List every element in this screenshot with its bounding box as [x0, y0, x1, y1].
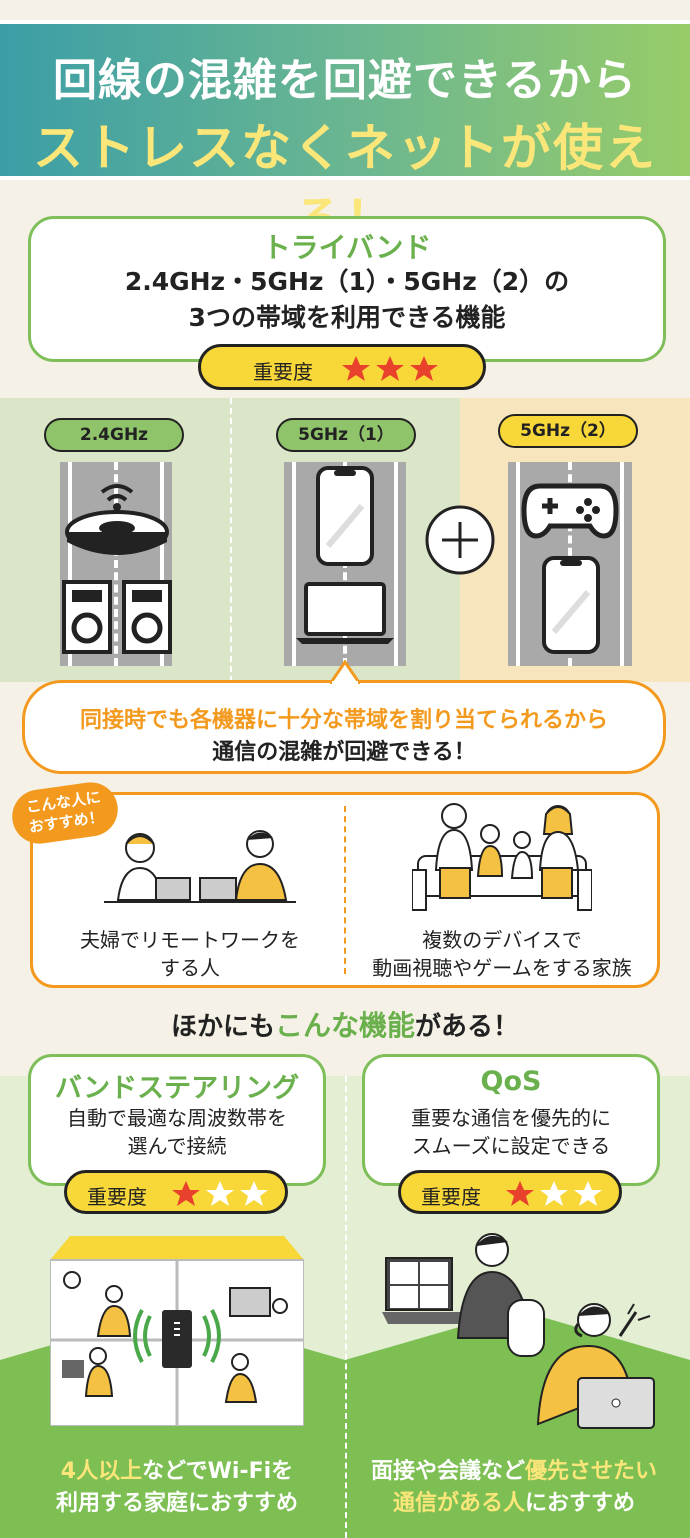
feature2-desc-line1: 重要な通信を優先的に	[411, 1106, 611, 1130]
recommend-left-caption: 夫婦でリモートワークを する人	[40, 926, 340, 982]
header-divider-top	[0, 20, 690, 24]
left-caption-line1: 夫婦でリモートワークを	[80, 928, 300, 952]
importance-label: 重要度	[421, 1185, 481, 1209]
star-icons	[342, 356, 438, 381]
importance-label: 重要度	[253, 360, 313, 384]
triband-desc-line2: 3つの帯域を利用できる機能	[188, 303, 506, 332]
other-highlight: こんな機能	[274, 1009, 415, 1042]
feature-qos-desc: 重要な通信を優先的に スムーズに設定できる	[362, 1104, 660, 1160]
column-divider	[230, 398, 232, 682]
house-with-mesh-router-illustration	[50, 1236, 304, 1426]
right-caption-line2: 動画視聴やゲームをする家族	[372, 956, 632, 980]
triband-box	[28, 216, 666, 362]
feature1-caption-text2: 利用する家庭におすすめ	[55, 1491, 298, 1516]
triband-description: 2.4GHz・5GHz（1）・5GHz（2）の 3つの帯域を利用できる機能	[28, 264, 666, 336]
game-controller-and-smartphone-icon	[521, 483, 619, 654]
robot-vacuum-and-speakers-icon	[62, 484, 172, 654]
feature2-caption-text2: におすすめ	[525, 1491, 636, 1516]
feature2-importance-pill: 重要度	[398, 1170, 622, 1214]
band-label-24ghz: 2.4GHz	[44, 418, 184, 452]
callout-line1: 同接時でも各機器に十分な帯域を割り当てられるから	[79, 708, 608, 733]
feature1-caption-highlight: 4人以上	[60, 1459, 143, 1484]
family-on-sofa-illustration	[412, 803, 592, 911]
feature-band-steering-title: バンドステアリング	[54, 1073, 300, 1104]
band-label-5ghz-1: 5GHz（1）	[276, 418, 416, 452]
feature2-caption: 面接や会議など優先させたい 通信がある人におすすめ	[354, 1456, 674, 1520]
callout-line2: 通信の混雑が回避できる！	[212, 740, 476, 765]
header-divider-bottom	[0, 176, 690, 180]
features-divider	[345, 1076, 347, 1538]
feature2-caption-highlight1: 優先させたい	[525, 1459, 658, 1484]
feature1-desc-line2: 選んで接続	[127, 1134, 227, 1158]
triband-importance-pill: 重要度	[198, 344, 486, 390]
triband-desc-line1: 2.4GHz・5GHz（1）・5GHz（2）の	[124, 267, 570, 296]
feature-band-steering-box	[28, 1054, 326, 1186]
star-icons	[506, 1181, 602, 1206]
smartphone-and-laptop-icon	[296, 466, 394, 644]
recommend-divider	[344, 806, 346, 974]
band-label-5ghz-2: 5GHz（2）	[498, 414, 638, 448]
feature2-caption-text1: 面接や会議など	[370, 1459, 525, 1484]
recommend-right-caption: 複数のデバイスで 動画視聴やゲームをする家族	[350, 926, 654, 982]
feature2-desc-line2: スムーズに設定できる	[411, 1134, 611, 1158]
other-features-heading: ほかにもこんな機能がある！	[0, 1004, 690, 1044]
feature1-desc-line1: 自動で最適な周波数帯を	[67, 1106, 287, 1130]
header-banner	[0, 20, 690, 180]
importance-label: 重要度	[87, 1185, 147, 1209]
right-caption-line1: 複数のデバイスで	[422, 928, 582, 952]
star-icons	[172, 1181, 268, 1206]
callout-pointer	[330, 660, 360, 684]
other-suffix: がある！	[415, 1012, 520, 1042]
other-prefix: ほかにも	[170, 1012, 275, 1042]
feature-band-steering-desc: 自動で最適な周波数帯を 選んで接続	[28, 1104, 326, 1160]
couple-remote-work-illustration	[104, 830, 296, 903]
triband-title: トライバンド	[262, 231, 432, 264]
feature-qos-title: QoS	[480, 1066, 542, 1097]
plus-icon	[425, 505, 495, 575]
feature1-importance-pill: 重要度	[64, 1170, 288, 1214]
left-caption-line2: する人	[160, 956, 220, 980]
feature1-caption-text1: などでWi-Fiを	[142, 1459, 294, 1484]
feature1-caption: 4人以上などでWi-Fiを 利用する家庭におすすめ	[20, 1456, 334, 1520]
header-title-line1: 回線の混雑を回避できるから	[52, 55, 638, 106]
importance-stars	[341, 354, 441, 388]
video-conference-illustration	[382, 1233, 655, 1429]
feature2-caption-highlight2: 通信がある人	[392, 1491, 525, 1516]
